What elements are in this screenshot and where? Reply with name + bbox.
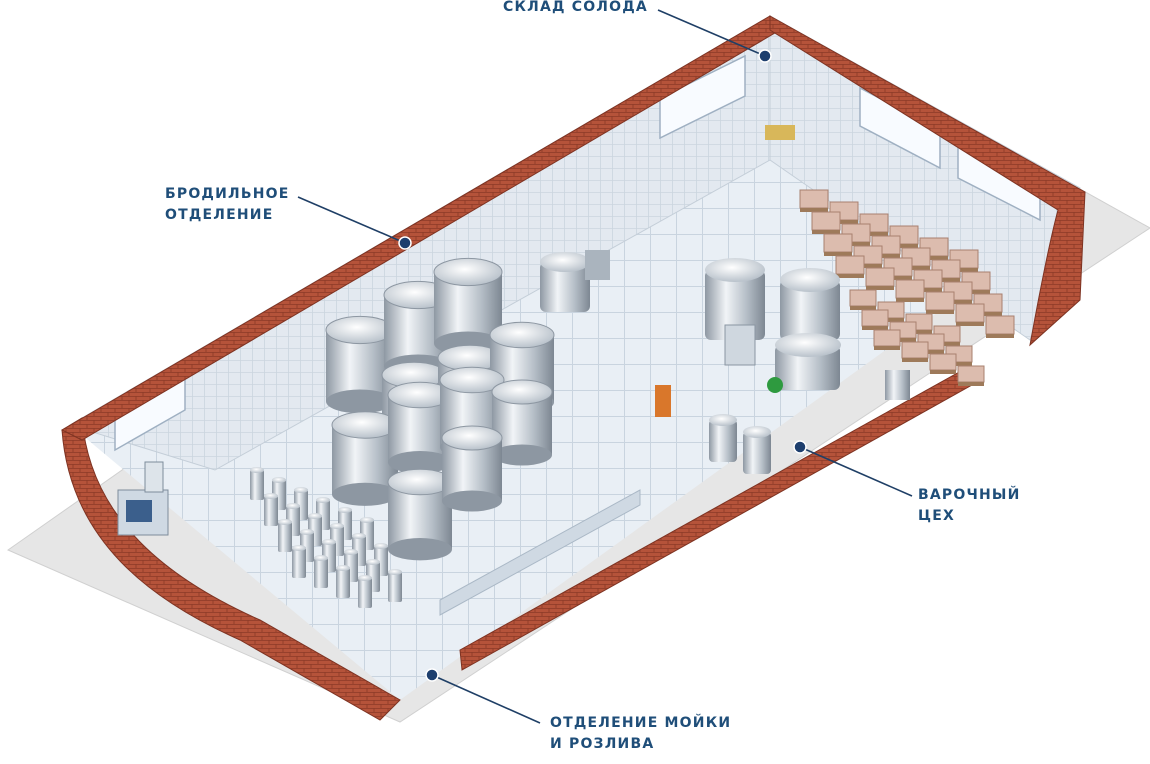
kegs	[250, 467, 402, 608]
label-washing-bottling: ОТДЕЛЕНИЕ МОЙКИ И РОЗЛИВА	[550, 713, 731, 755]
marker-brewhouse	[793, 440, 807, 454]
malt-pallets	[799, 189, 1015, 386]
label-brewhouse-line1: ВАРОЧНЫЙ	[918, 487, 1021, 503]
label-washing-bottling-line1: ОТДЕЛЕНИЕ МОЙКИ	[550, 715, 732, 731]
malt-sack-pallet	[929, 353, 957, 374]
fermentation-tank	[441, 425, 503, 512]
malt-sack-pallet	[861, 309, 889, 330]
label-fermentation-line2: ОТДЕЛЕНИЕ	[165, 207, 274, 223]
malt-sack-pallet	[925, 291, 955, 314]
marker-malt-storage	[758, 49, 772, 63]
label-fermentation-line1: БРОДИЛЬНОЕ	[165, 186, 290, 202]
malt-sack-pallet	[957, 365, 985, 386]
label-washing-bottling-line2: И РОЗЛИВА	[550, 736, 655, 752]
label-malt-storage-line1: СКЛАД СОЛОДА	[503, 0, 648, 15]
label-malt-storage: СКЛАД СОЛОДА	[503, 0, 648, 18]
malt-sack-pallet	[873, 329, 901, 350]
brick-wall-left	[61, 417, 401, 721]
keg	[358, 575, 372, 608]
fermentation-tank	[325, 315, 395, 414]
label-fermentation: БРОДИЛЬНОЕ ОТДЕЛЕНИЕ	[165, 184, 290, 226]
washing-machine	[117, 461, 169, 536]
fermentation-tank	[433, 257, 503, 356]
leader-line-brewhouse	[799, 446, 913, 497]
malt-sack-pallet	[895, 279, 925, 302]
fermentation-tank	[491, 379, 553, 466]
malt-sack-pallet	[811, 211, 841, 234]
keg	[250, 467, 264, 500]
malt-sack-pallet	[849, 289, 877, 310]
leader-line-washing	[431, 674, 541, 724]
malt-sack-pallet	[823, 233, 853, 256]
label-brewhouse-line2: ЦЕХ	[918, 508, 955, 524]
keg	[336, 565, 350, 598]
fermentation-tank	[387, 468, 453, 561]
keg	[388, 569, 402, 602]
label-brewhouse: ВАРОЧНЫЙ ЦЕХ	[918, 485, 1021, 527]
malt-sack-pallet	[799, 189, 829, 212]
fermentation-tanks	[325, 257, 555, 561]
keg	[292, 545, 306, 578]
brewhouse-vessels	[540, 125, 910, 474]
marker-fermentation	[398, 236, 412, 250]
markers	[398, 49, 807, 682]
keg	[278, 519, 292, 552]
malt-sack-pallet	[955, 303, 985, 326]
partition-wall	[439, 489, 641, 616]
keg	[264, 493, 278, 526]
back-wall-right	[769, 15, 1081, 341]
malt-sack-pallet	[985, 315, 1015, 338]
fermentation-tank	[331, 411, 399, 506]
brick-wall-right-end	[769, 15, 1086, 347]
leader-lines	[297, 9, 913, 724]
fermentation-tank	[387, 381, 453, 474]
malt-sack-pallet	[865, 267, 895, 290]
leader-line-fermentation	[297, 196, 406, 244]
keg	[314, 555, 328, 588]
malt-sack-pallet	[901, 341, 929, 362]
malt-sack-pallet	[835, 255, 865, 278]
leader-line-malt-storage	[657, 9, 766, 57]
marker-washing	[425, 668, 439, 682]
